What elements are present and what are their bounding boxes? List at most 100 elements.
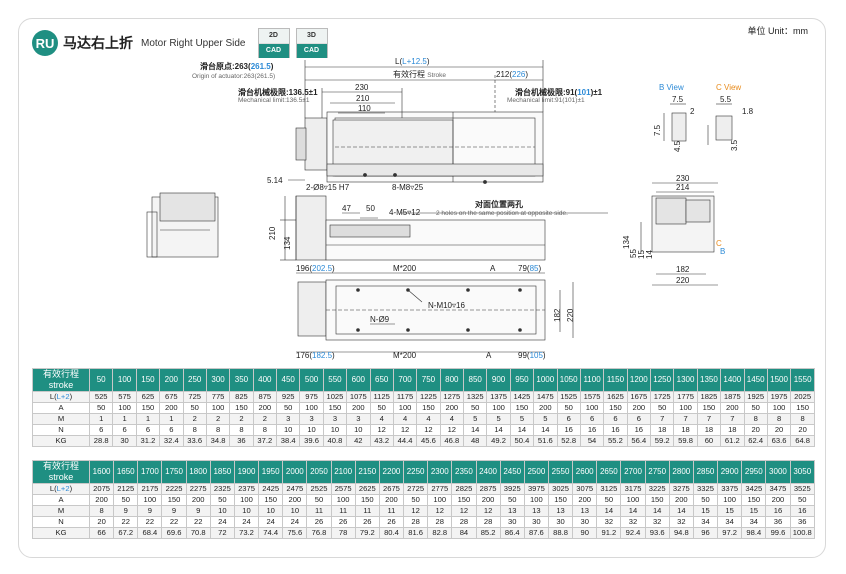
table-cell: 30	[499, 516, 525, 528]
table-cell: 73.2	[233, 527, 260, 539]
table-cell: 45.6	[416, 435, 441, 447]
table-cell: 3425	[741, 483, 767, 495]
table-cell: 50	[556, 402, 581, 414]
table-cell: 20	[766, 424, 792, 436]
stroke-cell: 850	[462, 368, 488, 392]
dim-210: 210	[356, 94, 370, 103]
table-cell: 2525	[306, 483, 332, 495]
table-cell: 9	[161, 505, 187, 517]
dim-110: 110	[358, 104, 371, 113]
stroke-cell: 2750	[644, 460, 670, 484]
table-cell: 100	[205, 402, 231, 414]
table-cell: 6	[88, 424, 114, 436]
table-cell: 26	[306, 516, 332, 528]
table-cell: 200	[533, 402, 558, 414]
table-cell: 4	[416, 413, 441, 425]
table-cell: 12	[416, 424, 441, 436]
stroke-cell: 2250	[403, 460, 429, 484]
table-cell: 1075	[346, 391, 371, 403]
table-cell: 30	[523, 516, 549, 528]
stroke-cell: 350	[229, 368, 254, 392]
stroke-cell: 1300	[673, 368, 698, 392]
table-cell: 14	[668, 505, 694, 517]
table-cell: 200	[252, 402, 278, 414]
table-cell: 38.4	[275, 435, 301, 447]
table-cell: 30	[572, 516, 598, 528]
dim-220-v: 220	[566, 308, 575, 322]
table-cell: 6	[626, 413, 652, 425]
table-cell: 50	[462, 402, 488, 414]
stroke-cell: 600	[346, 368, 371, 392]
table-cell: 2	[205, 413, 231, 425]
table-cell: 22	[185, 516, 211, 528]
svg-text:55: 55	[629, 249, 638, 258]
table-cell: 10	[233, 505, 260, 517]
table-cell: 11	[378, 505, 405, 517]
table-cell: 75.6	[282, 527, 308, 539]
table-cell: 775	[205, 391, 231, 403]
table-cell: 150	[416, 402, 441, 414]
svg-text:1.8: 1.8	[742, 107, 754, 116]
table-cell: 43.2	[369, 435, 394, 447]
table-cell: 79.2	[354, 527, 380, 539]
stroke-cell: 1050	[556, 368, 581, 392]
dim-79: 79(85)	[518, 264, 541, 273]
table-cell: 200	[88, 494, 115, 506]
table-cell: 42	[346, 435, 371, 447]
stroke-cell: 2450	[499, 460, 525, 484]
stroke-cell: 1950	[258, 460, 284, 484]
table-cell: 49.2	[486, 435, 511, 447]
table-cell: 3075	[572, 483, 598, 495]
mech-limit-right-cn: 滑台机械极限:91(101)±1	[515, 87, 603, 97]
table-cell: 150	[322, 402, 348, 414]
table-cell: 24	[258, 516, 284, 528]
stroke-cell: 2000	[282, 460, 308, 484]
table-cell: 32	[596, 516, 622, 528]
table-cell: 3225	[644, 483, 670, 495]
row-label: N	[32, 424, 90, 436]
table-cell: 200	[378, 494, 405, 506]
origin-cn: 滑台原点:263(261.5)	[200, 61, 274, 71]
table-cell: 2875	[475, 483, 501, 495]
dim-50: 50	[366, 204, 375, 213]
table-cell: 100	[523, 494, 549, 506]
table-cell: 61.2	[720, 435, 745, 447]
table-cell: 3125	[596, 483, 622, 495]
table-cell: 12	[392, 424, 418, 436]
table-cell: 36	[229, 435, 254, 447]
stroke-cell: 150	[135, 368, 161, 392]
table-cell: 1575	[579, 391, 605, 403]
table-cell: 66	[88, 527, 115, 539]
table-cell: 8	[229, 424, 254, 436]
cad-3d-button[interactable]: 3D CAD	[295, 28, 328, 58]
svg-text:230: 230	[676, 174, 690, 183]
table-cell: 150	[229, 402, 254, 414]
table-cell: 18	[720, 424, 745, 436]
hole-2-d8: 2-Ø8▿15 H7	[306, 183, 350, 192]
table-cell: 60	[696, 435, 722, 447]
table-cell: 100	[766, 402, 792, 414]
table-cell: 18	[696, 424, 722, 436]
table-cell: 15	[741, 505, 767, 517]
table-cell: 46.8	[439, 435, 465, 447]
stroke-cell: 1850	[209, 460, 235, 484]
table-cell: 2575	[330, 483, 356, 495]
cad-2d-button[interactable]: 2D CAD	[257, 28, 290, 58]
stroke-cell: 2600	[572, 460, 598, 484]
table-cell: 100	[392, 402, 418, 414]
dim-196: 196(202.5)	[296, 264, 335, 273]
hole-4-m5: 4-M5▿12	[389, 208, 421, 217]
table-cell: 2125	[113, 483, 139, 495]
table-cell: 11	[354, 505, 380, 517]
table-cell: 13	[523, 505, 549, 517]
table-cell: 1125	[369, 391, 394, 403]
table-cell: 3	[299, 413, 324, 425]
table-cell: 150	[790, 402, 815, 414]
